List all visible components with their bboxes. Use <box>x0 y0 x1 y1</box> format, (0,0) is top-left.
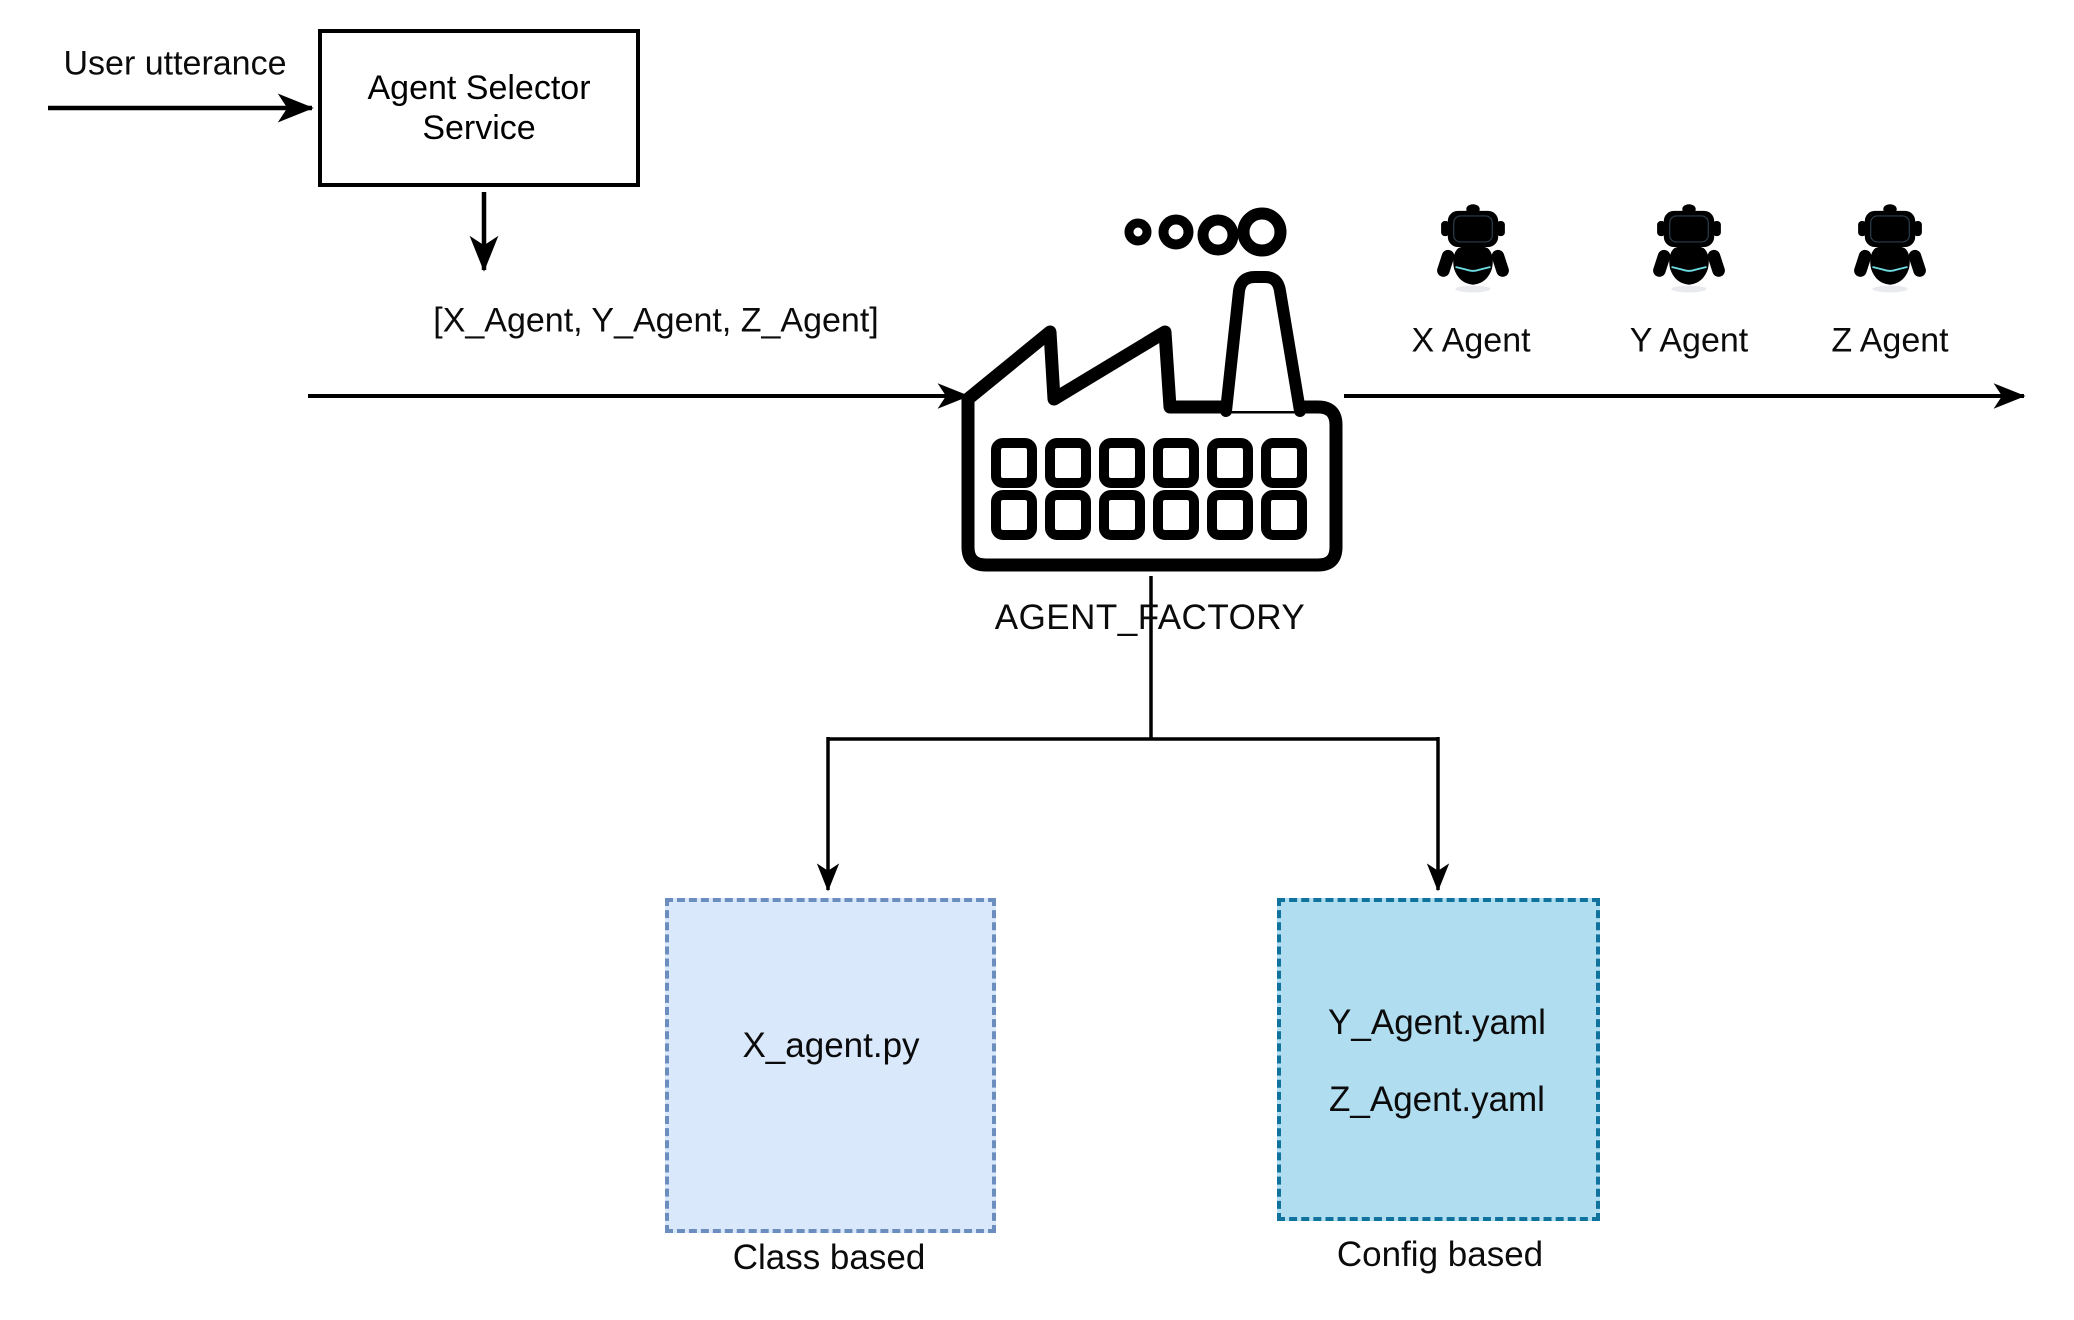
x-agent-label: X Agent <box>1411 321 1531 360</box>
agent-selector-service-box: Agent Selector Service <box>318 29 640 187</box>
factory-icon <box>961 207 1343 572</box>
z-agent-label: Z Agent <box>1831 321 1949 360</box>
class-based-caption: Class based <box>732 1238 926 1277</box>
robot-icon-x-agent <box>1434 203 1512 294</box>
config-based-file-2-label: Z_Agent.yaml <box>1329 1080 1545 1119</box>
class-based-file-label: X_agent.py <box>742 1026 920 1065</box>
config-based-caption: Config based <box>1336 1235 1544 1274</box>
agent-factory-label: AGENT_FACTORY <box>994 598 1306 637</box>
robot-icon-y-agent <box>1650 203 1728 294</box>
config-based-file-1-label: Y_Agent.yaml <box>1328 1003 1546 1042</box>
config-based-box <box>1277 898 1600 1221</box>
robot-icon-z-agent <box>1851 203 1929 294</box>
agent-selector-service-label: Agent Selector Service <box>367 68 591 147</box>
class-based-box <box>665 898 996 1233</box>
y-agent-label: Y Agent <box>1629 321 1749 360</box>
selected-agents-label: [X_Agent, Y_Agent, Z_Agent] <box>433 301 879 340</box>
user-utterance-label: User utterance <box>63 44 287 83</box>
